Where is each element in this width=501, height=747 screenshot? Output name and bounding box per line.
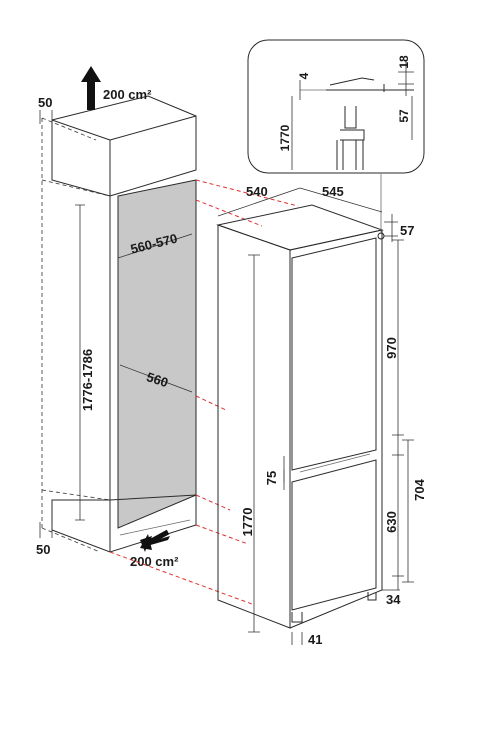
- upper-door: [291, 237, 377, 471]
- upper-door-label: 970: [384, 337, 399, 359]
- projection-lines: [109, 179, 299, 605]
- airflow-bottom: 200 cm²: [130, 529, 179, 569]
- clearance-top-label: 50: [38, 95, 52, 110]
- base-depth-label: 41: [308, 632, 322, 647]
- detail-offset-top-label: 4: [297, 72, 311, 79]
- fridge-width-label: 545: [322, 184, 344, 199]
- niche-height-label: 1776-1786: [80, 349, 95, 411]
- fridge-top-gap-label: 57: [400, 223, 414, 238]
- lower-section-label: 704: [412, 478, 427, 500]
- clearance-bottom-label: 50: [36, 542, 50, 557]
- lower-door-label: 630: [384, 511, 399, 533]
- base-height-label: 34: [386, 592, 401, 607]
- niche-cavity: [117, 179, 197, 529]
- arrow-up-icon: [81, 66, 101, 110]
- detail-offset-right-label: 18: [397, 55, 411, 69]
- door-gap-label: 75: [264, 471, 279, 485]
- detail-gap-label: 57: [397, 109, 411, 123]
- fridge-height-label: 1770: [240, 508, 255, 537]
- lower-door: [291, 459, 377, 611]
- airflow-bottom-label: 200 cm²: [130, 554, 179, 569]
- fridge-dimensions: 540 545 57 970 704 630 34 75 1770 41: [217, 184, 427, 647]
- detail-height-label: 1770: [278, 124, 292, 151]
- airflow-top-label: 200 cm²: [103, 87, 152, 102]
- cabinet-niche: 1776-1786 560-570 560 50 50: [36, 95, 197, 557]
- fridge: [216, 174, 385, 629]
- top-cabinet-box: [51, 95, 197, 197]
- airflow-top: 200 cm²: [81, 66, 152, 110]
- detail-inset: 4 18 57 1770: [247, 39, 425, 174]
- fridge-depth-label: 540: [246, 184, 268, 199]
- fridge-top: [216, 204, 384, 251]
- niche-depth-label: 560: [145, 369, 170, 390]
